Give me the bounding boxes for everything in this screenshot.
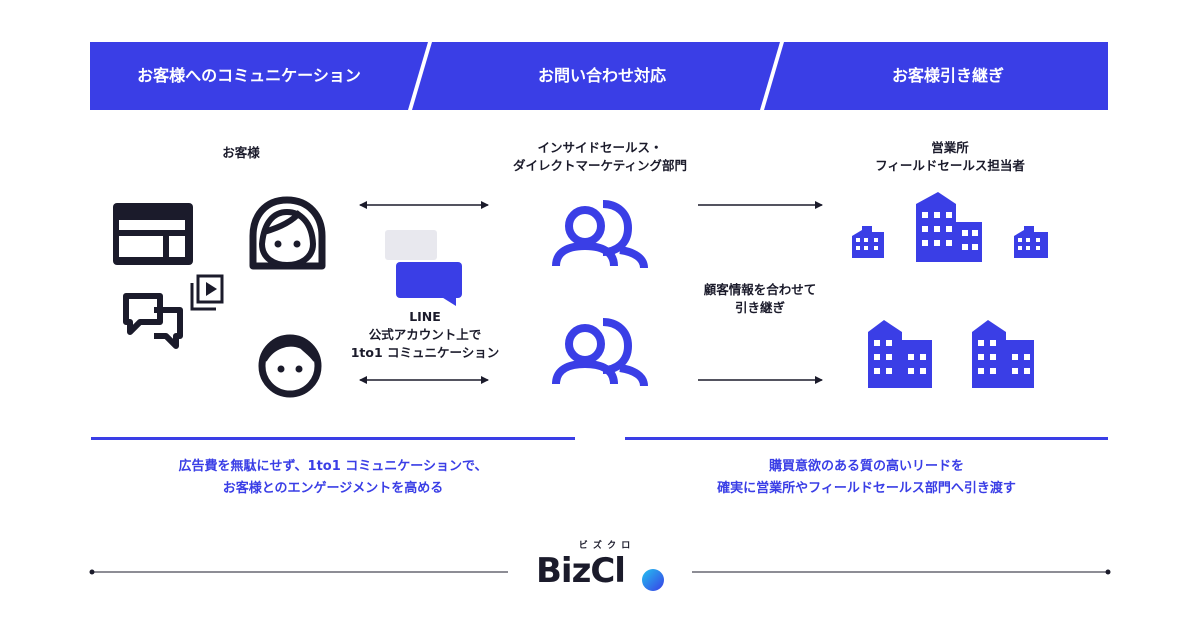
banner-shape-communication — [90, 42, 428, 110]
handover-label: 顧客情報を合わせて 引き継ぎ — [680, 281, 840, 317]
office-building-icon-small-right — [1014, 226, 1048, 258]
office-building-icon-bottom-left — [868, 320, 932, 388]
team-icon-top — [552, 200, 648, 269]
line-chat-icon — [385, 230, 462, 306]
logo-ruby: ビ ズ ク ロ — [578, 541, 632, 551]
line-label-line3: 1to1 コミュニケーション — [350, 345, 500, 360]
divider-left — [91, 437, 575, 440]
logo-wordmark: BizCl — [536, 551, 626, 591]
field-sales-label-line2: フィールドセールス担当者 — [875, 158, 1025, 173]
logo-circle-icon — [642, 569, 664, 591]
office-building-icon-large — [916, 192, 982, 262]
banner-handover: お客様引き継ぎ — [891, 66, 1004, 85]
stage-banners — [90, 42, 1108, 110]
footer-right-line1: 購買意欲のある質の高いリードを — [768, 459, 964, 474]
footer-right-statement: 購買意欲のある質の高いリードを 確実に営業所やフィールドセールス部門へ引き渡す — [625, 456, 1108, 500]
banner-inquiry: お問い合わせ対応 — [537, 66, 666, 85]
inside-sales-label-line2: ダイレクトマーケティング部門 — [512, 158, 687, 173]
banner-communication: お客様へのコミュニケーション — [137, 66, 361, 85]
rule-dot-right — [1105, 569, 1111, 575]
footer-left-line1: 広告費を無駄にせず、1to1 コミュニケーションで、 — [178, 459, 488, 474]
line-label: LINE 公式アカウント上で 1to1 コミュニケーション — [330, 308, 520, 362]
line-label-line1: LINE — [409, 309, 441, 324]
footer-left-statement: 広告費を無駄にせず、1to1 コミュニケーションで、 お客様とのエンゲージメント… — [91, 456, 575, 500]
handover-label-line1: 顧客情報を合わせて — [703, 282, 817, 297]
chat-bubbles-icon — [123, 293, 183, 349]
team-icon-bottom — [552, 318, 648, 387]
woman-face-icon — [249, 196, 326, 270]
inside-sales-label-line1: インサイドセールス・ — [537, 140, 663, 155]
video-library-icon — [190, 274, 224, 311]
office-building-icon-bottom-right — [972, 320, 1034, 388]
divider-right — [625, 437, 1108, 440]
man-face-icon — [258, 334, 322, 398]
customer-label: お客様 — [222, 145, 260, 160]
field-sales-label: 営業所 フィールドセールス担当者 — [840, 139, 1060, 175]
logo-rule — [89, 569, 1111, 575]
line-label-line2: 公式アカウント上で — [368, 327, 482, 342]
footer-right-line2: 確実に営業所やフィールドセールス部門へ引き渡す — [717, 481, 1016, 496]
handover-label-line2: 引き継ぎ — [734, 300, 785, 315]
office-building-icon-small-left — [852, 226, 884, 258]
flow-diagram — [91, 192, 1108, 440]
footer-left-line2: お客様とのエンゲージメントを高める — [222, 481, 444, 496]
website-icon — [113, 203, 193, 265]
banner-shape-inquiry — [412, 42, 780, 110]
inside-sales-label: インサイドセールス・ ダイレクトマーケティング部門 — [470, 139, 730, 175]
banner-shape-handover — [764, 42, 1108, 110]
field-sales-label-line1: 営業所 — [931, 140, 969, 155]
